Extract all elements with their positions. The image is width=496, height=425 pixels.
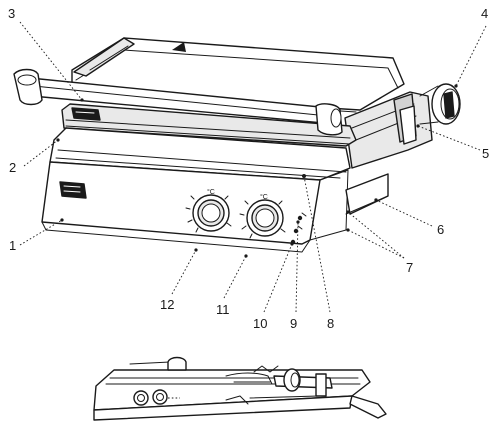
callout-leader-lines	[19, 21, 487, 313]
base-handle	[59, 181, 87, 199]
callout-1: 1	[9, 238, 16, 253]
indicator-light-icons	[290, 212, 307, 245]
grill-open-flat-illustration	[93, 356, 387, 421]
svg-text:°C: °C	[260, 193, 268, 201]
callout-11: 11	[216, 302, 230, 317]
callout-8: 8	[327, 316, 334, 331]
lid-hinge-indicator	[71, 107, 101, 121]
hinge-lock-lever	[399, 105, 417, 145]
callout-4: 4	[481, 6, 488, 21]
callout-10: 10	[253, 316, 267, 331]
left-control-knob: °C	[185, 188, 232, 233]
grill-closed-illustration: °C °C	[13, 37, 461, 253]
callout-7: 7	[406, 260, 413, 275]
callout-2: 2	[9, 160, 16, 175]
callout-12: 12	[160, 297, 174, 312]
svg-text:°C: °C	[207, 188, 215, 196]
callout-9: 9	[290, 316, 297, 331]
lid-logo-icon	[172, 42, 186, 52]
callout-labels: 1 2 3 4 5 6 7 8 9 10 11 12	[8, 6, 489, 331]
callout-5: 5	[482, 146, 489, 161]
callout-3: 3	[8, 6, 15, 21]
callout-6: 6	[437, 222, 444, 237]
right-control-knob: °C	[239, 193, 286, 239]
